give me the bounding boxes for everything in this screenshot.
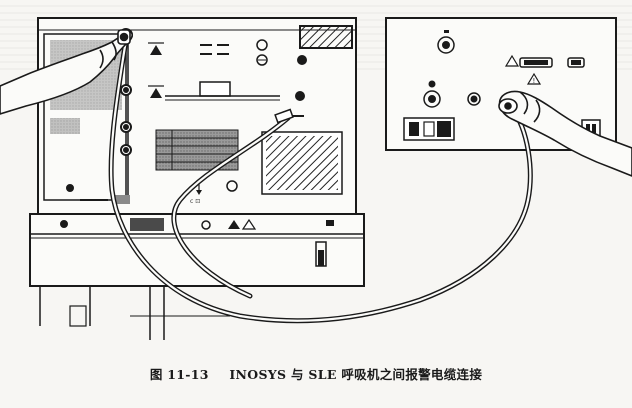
device-illustration: c ⊡ [0, 17, 632, 340]
left-device-base [29, 213, 365, 340]
right-hand [498, 90, 632, 177]
figure-number: 图 11-13 [149, 367, 209, 382]
alarm-cable [108, 37, 533, 324]
figure-caption: 图 11-13 INOSYS 与 SLE 呼吸机之间报警电缆连接 [0, 364, 632, 383]
figure-title: INOSYS 与 SLE 呼吸机之间报警电缆连接 [229, 367, 483, 382]
svg-text:!: ! [533, 77, 536, 85]
left-hand [0, 29, 133, 115]
svg-text:c ⊡: c ⊡ [190, 198, 200, 205]
